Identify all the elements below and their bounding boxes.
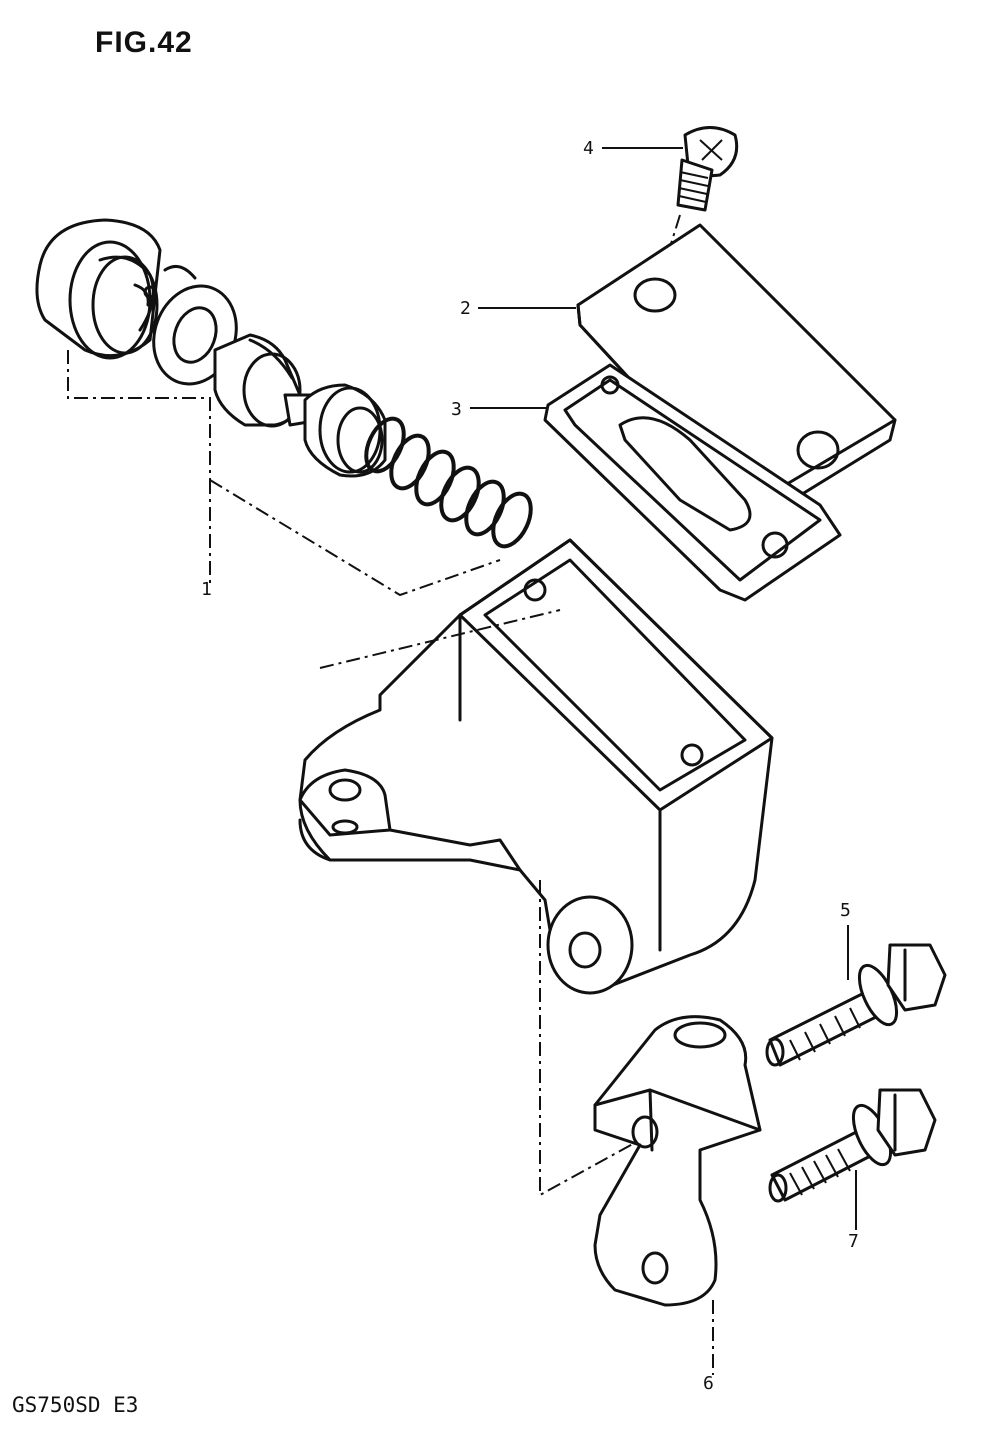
diaphragm-part-3 [543, 363, 842, 602]
callout-4: 4 [583, 138, 594, 159]
callout-2: 2 [460, 298, 471, 319]
callout-5: 5 [840, 900, 851, 921]
callout-leaders [470, 147, 857, 1375]
figure-title: FIG.42 [95, 26, 193, 59]
piston-kit-part-1 [35, 218, 533, 597]
callout-1: 1 [201, 579, 212, 600]
callout-7: 7 [848, 1231, 859, 1252]
clamp-part-6 [593, 1015, 762, 1307]
master-cylinder-body [298, 538, 774, 1197]
model-code: GS750SD E3 [12, 1393, 139, 1417]
screw-part-4 [654, 126, 739, 296]
bolt-part-5 [765, 943, 947, 1067]
bolt-part-7 [768, 1088, 937, 1203]
callout-3: 3 [451, 399, 462, 420]
callout-6: 6 [703, 1373, 714, 1394]
